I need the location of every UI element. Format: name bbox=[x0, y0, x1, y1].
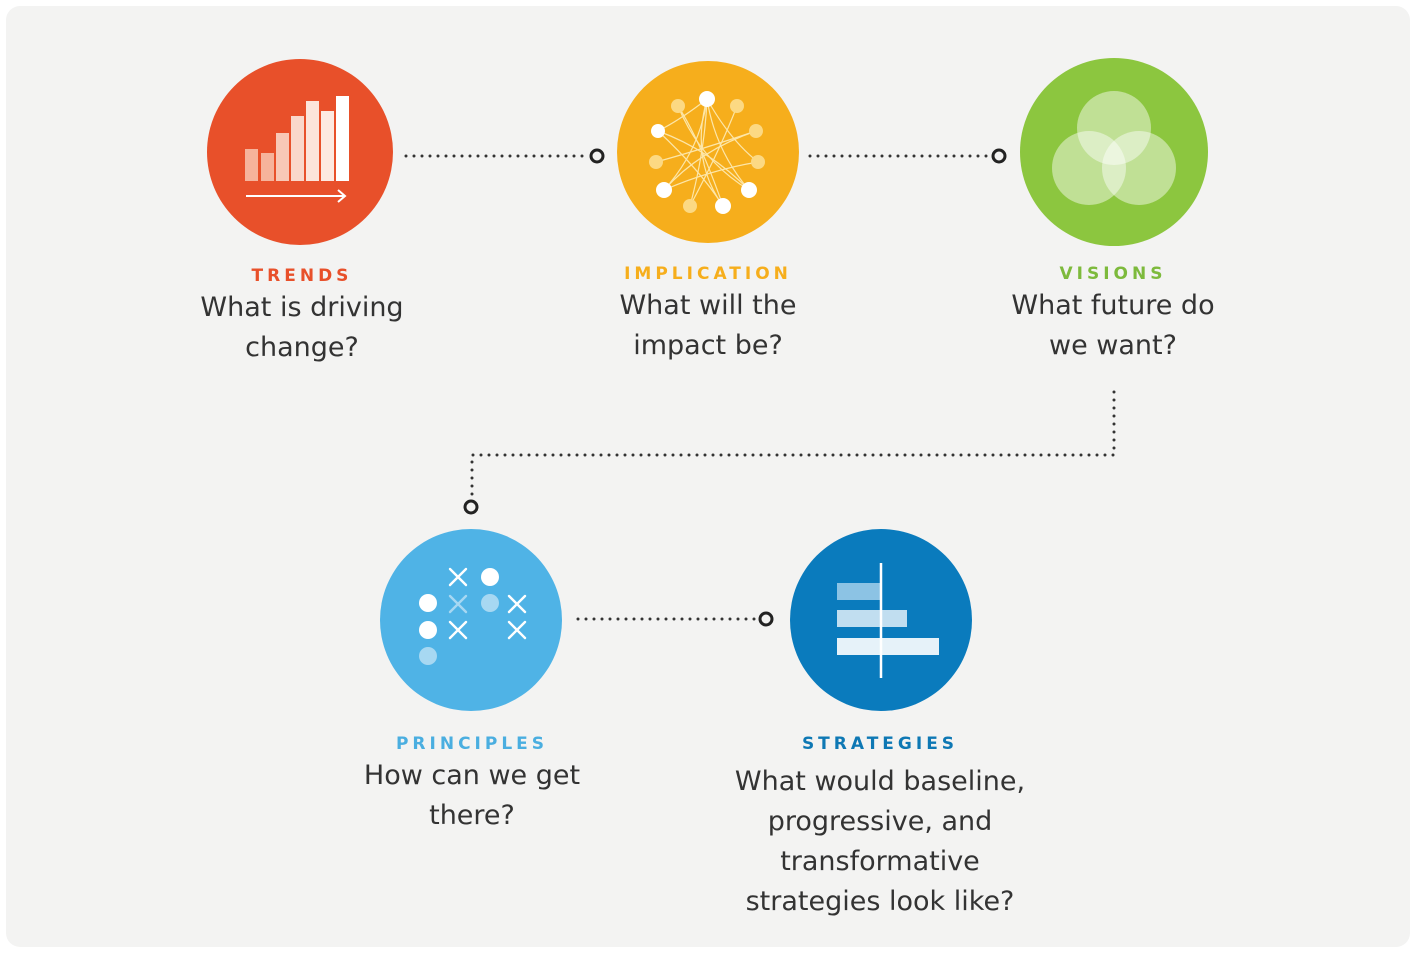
connector-visions-principles bbox=[463, 390, 1116, 515]
bar-chart-icon bbox=[207, 59, 393, 245]
principles-label: PRINCIPLES bbox=[395, 734, 549, 754]
network-icon bbox=[617, 61, 799, 243]
connector-implication-visions bbox=[808, 148, 1007, 164]
implication-label: IMPLICATION bbox=[624, 264, 792, 284]
stage-principles: PRINCIPLES How can we get there? bbox=[322, 734, 622, 836]
visions-label: VISIONS bbox=[1059, 264, 1167, 284]
game-plan-icon bbox=[380, 529, 562, 711]
venn-icon bbox=[1020, 58, 1208, 246]
stage-implication: IMPLICATION What will the impact be? bbox=[558, 264, 858, 366]
strategies-question: What would baseline, progressive, and tr… bbox=[734, 766, 1026, 917]
connector-principles-strategies bbox=[576, 611, 774, 627]
principles-question: How can we get there? bbox=[363, 760, 581, 831]
stage-trends: TRENDS What is driving change? bbox=[152, 266, 452, 368]
trends-label: TRENDS bbox=[251, 266, 353, 286]
trends-question: What is driving change? bbox=[200, 292, 404, 363]
connector-trends-implication bbox=[404, 148, 605, 164]
stage-visions: VISIONS What future do we want? bbox=[963, 264, 1263, 366]
implication-question: What will the impact be? bbox=[619, 290, 797, 361]
diverging-bars-icon bbox=[790, 529, 972, 711]
stage-strategies: STRATEGIES What would baseline, progress… bbox=[730, 734, 1030, 922]
strategies-label: STRATEGIES bbox=[801, 734, 959, 754]
visions-question: What future do we want? bbox=[1011, 290, 1215, 361]
